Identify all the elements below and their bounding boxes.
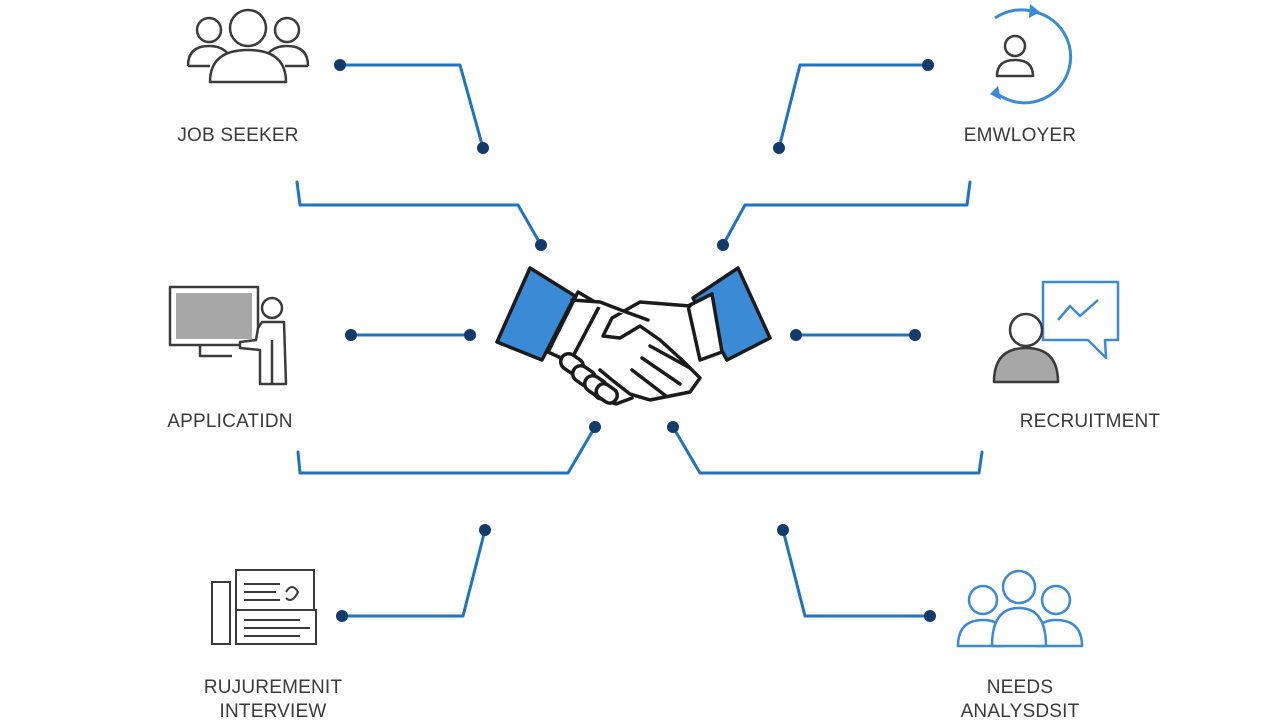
connector-dot	[790, 329, 802, 341]
connector-dot	[345, 329, 357, 341]
connector-dots	[334, 59, 936, 622]
recruitment-label: RECRUITMENT	[980, 410, 1200, 434]
application-label: APPLICATIDN	[120, 410, 340, 434]
connector-interview	[340, 528, 487, 618]
connector-application-lower	[296, 425, 597, 475]
group-of-people-icon	[186, 8, 310, 84]
connector-employer-upper	[777, 63, 930, 150]
presenter-screen-icon	[168, 285, 288, 386]
connector-dot	[334, 59, 346, 71]
connector-recruitment-lower	[671, 425, 984, 475]
connector-job-seeker-lower	[295, 180, 543, 247]
employer-label: EMWLOYER	[910, 124, 1130, 148]
employer-label-text: EMWLOYER	[963, 125, 1077, 146]
left-fingers	[558, 351, 620, 405]
connector-dot	[336, 610, 348, 622]
interview-label-line1: RUJUREMENIT	[203, 677, 343, 698]
right-hand	[598, 300, 702, 402]
connector-dot	[479, 524, 491, 536]
connector-dot	[909, 329, 921, 341]
needs-analysis-label-line2: ANALYSDSIT	[960, 701, 1080, 722]
connector-lines	[295, 63, 984, 618]
connector-dot	[464, 329, 476, 341]
needs-analysis-label-line1: NEEDS	[986, 677, 1054, 698]
connector-dot	[589, 421, 601, 433]
connector-dot	[924, 610, 936, 622]
connector-employer-lower	[721, 180, 972, 247]
application-label-text: APPLICATIDN	[167, 411, 293, 432]
needs-analysis-label: NEEDS ANALYSDSIT	[910, 676, 1130, 724]
right-wrist	[686, 292, 724, 362]
job-seeker-label-text: JOB SEEKER	[177, 125, 299, 146]
right-fingers	[630, 344, 692, 398]
connector-dot	[773, 142, 785, 154]
connector-job-seeker-upper	[338, 63, 485, 150]
connector-dot	[477, 142, 489, 154]
connector-dot	[667, 421, 679, 433]
document-forms-icon	[211, 569, 317, 645]
connector-dot	[535, 239, 547, 251]
connector-dot	[777, 524, 789, 536]
connector-dot	[717, 239, 729, 251]
handshake-icon	[495, 266, 772, 406]
recruitment-label-text: RECRUITMENT	[1019, 411, 1161, 432]
user-cycle-icon	[990, 4, 1073, 105]
team-icon	[956, 569, 1084, 648]
connector-dot	[922, 59, 934, 71]
job-seeker-label: JOB SEEKER	[128, 124, 348, 148]
connector-needs-analysis	[781, 528, 932, 618]
interview-label-line2: INTERVIEW	[219, 701, 327, 722]
person-chart-bubble-icon	[992, 280, 1120, 384]
interview-label: RUJUREMENIT INTERVIEW	[163, 676, 383, 724]
